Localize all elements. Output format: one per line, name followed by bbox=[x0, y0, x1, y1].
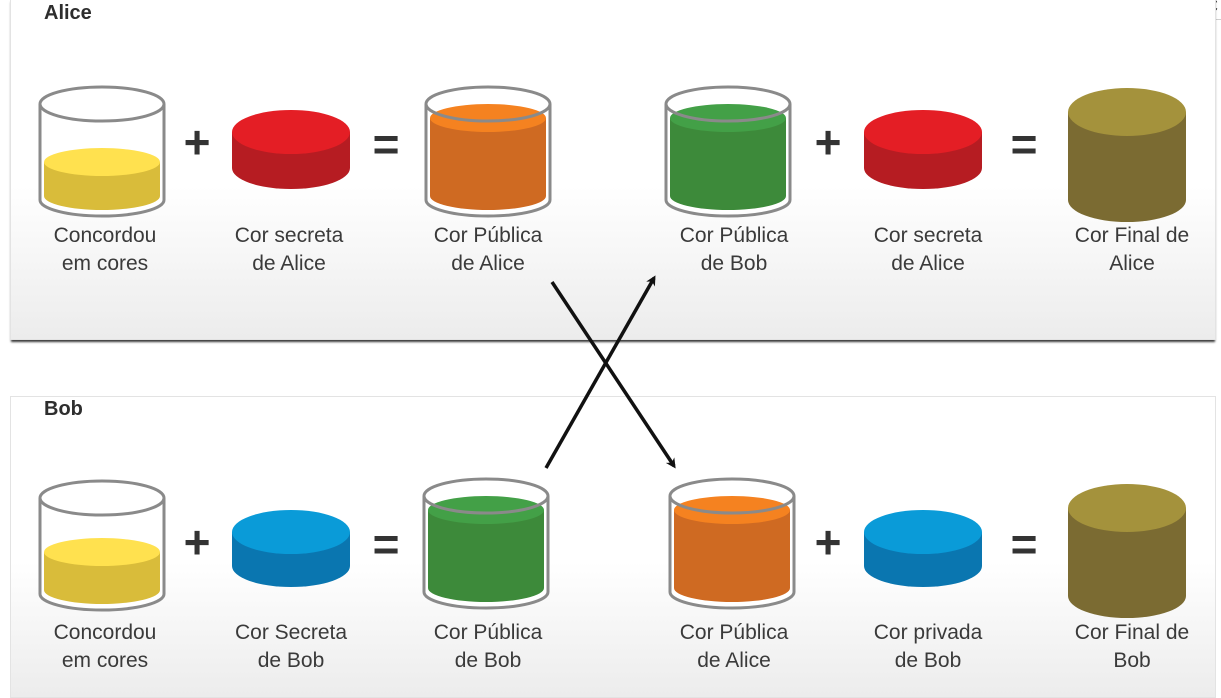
bob-label-secret: Cor Secreta de Bob bbox=[206, 619, 376, 675]
bob-plus-2: + bbox=[815, 516, 842, 568]
alice-label-public: Cor Pública de Alice bbox=[403, 222, 573, 278]
bob-agreed-color-glass bbox=[38, 479, 166, 612]
bob-label-private-line1: Cor privada bbox=[873, 621, 983, 644]
alice-secret-color-disk-2 bbox=[864, 110, 982, 189]
alice-label-secret-2-line1: Cor secreta bbox=[873, 224, 983, 247]
alice-secret-color-disk bbox=[232, 110, 350, 189]
bob-label-alice-public: Cor Pública de Alice bbox=[649, 619, 819, 675]
alice-final-color-cylinder bbox=[1068, 88, 1186, 222]
bob-private-color-disk bbox=[864, 510, 982, 587]
bob-label-alice-public-line2: de Alice bbox=[697, 649, 771, 672]
bob-public-color-glass bbox=[422, 477, 550, 610]
alice-title: Alice bbox=[44, 2, 92, 24]
bob-label-secret-line1: Cor Secreta bbox=[234, 621, 348, 644]
bob-label-agreed: Concordou em cores bbox=[20, 619, 190, 675]
alice-plus-1: + bbox=[184, 116, 211, 168]
alice-label-final-line1: Cor Final de bbox=[1074, 224, 1190, 247]
bob-secret-color-disk bbox=[232, 510, 350, 587]
alice-label-public-line2: de Alice bbox=[451, 252, 525, 275]
bob-title: Bob bbox=[44, 398, 83, 420]
bob-label-final: Cor Final de Bob bbox=[1047, 619, 1217, 675]
alice-label-agreed-line2: em cores bbox=[61, 252, 149, 275]
alice-equals-2: = bbox=[1011, 118, 1038, 170]
bob-label-public-line2: de Bob bbox=[454, 649, 522, 672]
bob-equals-1: = bbox=[373, 518, 400, 570]
alice-label-final-line2: Alice bbox=[1109, 252, 1155, 275]
bob-label-final-line1: Cor Final de bbox=[1074, 621, 1190, 644]
alice-public-color-glass bbox=[424, 85, 552, 218]
alice-label-public-line1: Cor Pública bbox=[433, 224, 543, 247]
alice-label-secret: Cor secreta de Alice bbox=[204, 222, 374, 278]
alice-received-bob-public-glass bbox=[664, 85, 792, 218]
bob-label-agreed-line1: Concordou bbox=[53, 621, 157, 644]
alice-label-secret-line2: de Alice bbox=[252, 252, 326, 275]
alice-equals-1: = bbox=[373, 118, 400, 170]
bob-equals-2: = bbox=[1011, 518, 1038, 570]
alice-label-secret-2: Cor secreta de Alice bbox=[843, 222, 1013, 278]
alice-label-bob-public: Cor Pública de Bob bbox=[649, 222, 819, 278]
alice-label-secret-line1: Cor secreta bbox=[234, 224, 344, 247]
bob-label-private-line2: de Bob bbox=[894, 649, 962, 672]
bob-final-color-cylinder bbox=[1068, 484, 1186, 618]
alice-label-agreed: Concordou em cores bbox=[20, 222, 190, 278]
alice-label-bob-public-line1: Cor Pública bbox=[679, 224, 789, 247]
alice-label-agreed-line1: Concordou bbox=[53, 224, 157, 247]
bob-label-agreed-line2: em cores bbox=[61, 649, 149, 672]
alice-label-secret-2-line2: de Alice bbox=[891, 252, 965, 275]
alice-label-bob-public-line2: de Bob bbox=[700, 252, 768, 275]
arrow-bob-to-alice bbox=[544, 275, 656, 469]
bob-label-secret-line2: de Bob bbox=[257, 649, 325, 672]
alice-plus-2: + bbox=[815, 116, 842, 168]
arrow-alice-to-bob bbox=[550, 281, 676, 469]
bob-label-public-line1: Cor Pública bbox=[433, 621, 543, 644]
bob-label-final-line2: Bob bbox=[1113, 649, 1151, 672]
alice-agreed-color-glass bbox=[38, 85, 166, 218]
bob-received-alice-public-glass bbox=[668, 477, 796, 610]
bob-plus-1: + bbox=[184, 516, 211, 568]
diagram-graphics: + = + = + = bbox=[38, 85, 1186, 618]
alice-panel: Alice bbox=[10, 0, 1216, 340]
bob-label-public: Cor Pública de Bob bbox=[403, 619, 573, 675]
alice-label-final: Cor Final de Alice bbox=[1047, 222, 1217, 278]
bob-label-private: Cor privada de Bob bbox=[843, 619, 1013, 675]
bob-label-alice-public-line1: Cor Pública bbox=[679, 621, 789, 644]
